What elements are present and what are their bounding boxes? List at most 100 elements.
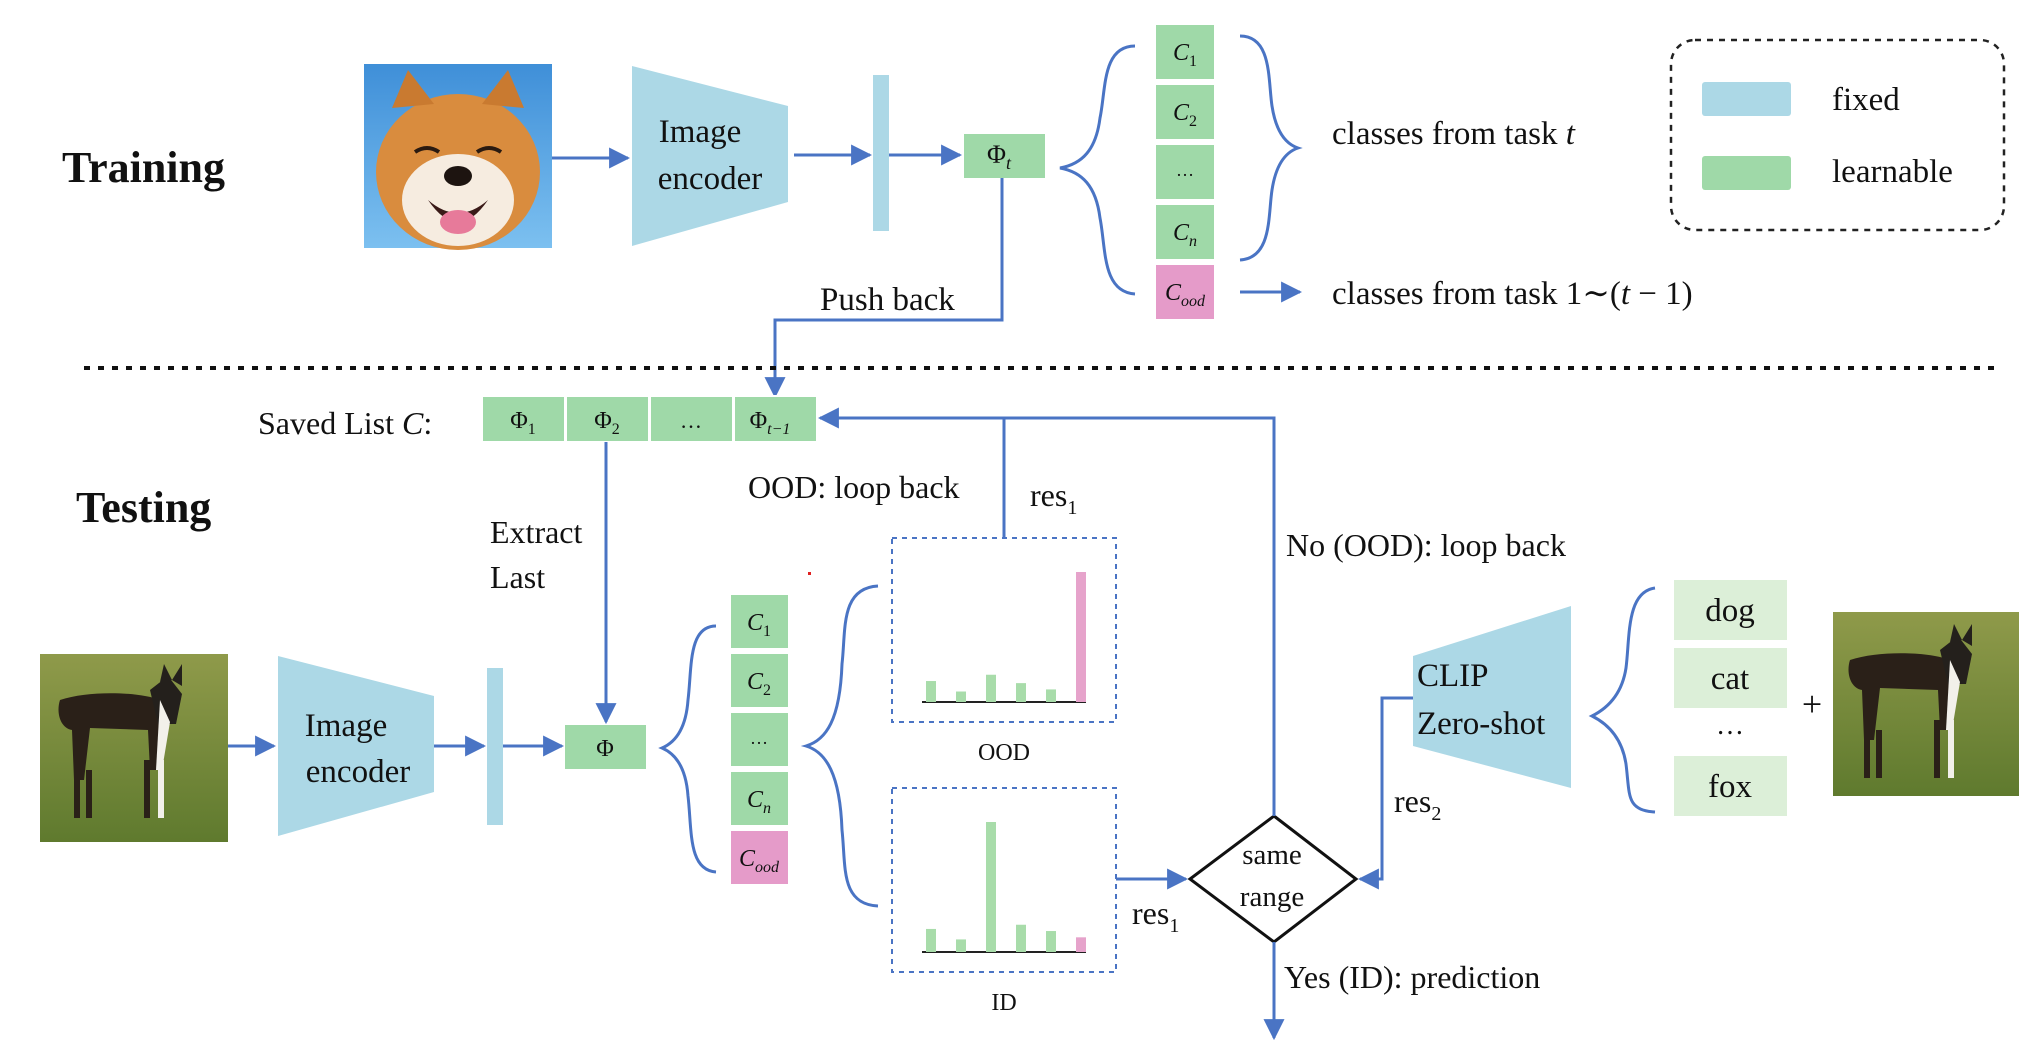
yes-id-prediction-label: Yes (ID): prediction	[1284, 959, 1540, 995]
arrow-clip-to-decision	[1357, 696, 1413, 890]
ood-loop-back-label: OOD: loop back	[748, 469, 960, 505]
training-right-brace	[1239, 34, 1303, 262]
plus-sign: +	[1802, 684, 1822, 724]
testing-class-label-2: C2	[747, 669, 771, 699]
decision-label-1: same	[1242, 839, 1302, 871]
arrow-push-back	[764, 178, 1004, 399]
training-left-brace	[1059, 44, 1136, 296]
zero-shot-dog-image	[1833, 612, 2019, 796]
zero-shot-label-ellipsis: …	[1716, 710, 1744, 741]
training-class-cell-3	[1154, 143, 1216, 201]
legend-learnable-label: learnable	[1832, 154, 1953, 190]
training-class-cell-4	[1154, 203, 1216, 261]
training-title: Training	[62, 143, 225, 192]
training-class-column: C1 C2 … Cn Cood	[1154, 23, 1216, 321]
no-ood-loop-back-label: No (OOD): loop back	[1286, 527, 1566, 563]
clip-label-2: Zero-shot	[1417, 706, 1545, 742]
classes-from-current-task: classes from task t	[1332, 116, 1576, 152]
testing-encoder-label-2: encoder	[306, 754, 410, 790]
arrow-no-ood-loop-back	[1004, 416, 1276, 816]
training-class-label-3: …	[1176, 160, 1194, 180]
saved-list-label-2: Φ2	[594, 408, 620, 438]
same-range-decision	[1187, 814, 1359, 944]
training-class-label-4: Cn	[1173, 220, 1197, 250]
clip-zero-shot-encoder	[1413, 606, 1571, 788]
res1-bottom-label: res1	[1132, 895, 1179, 937]
zero-shot-class-dog	[1674, 580, 1787, 640]
testing-dog-image	[40, 654, 228, 842]
training-phi-t-label: Φt	[987, 140, 1012, 173]
saved-list-label-1: Φ1	[510, 408, 536, 438]
extract-last-label-2: Last	[490, 559, 545, 595]
zero-shot-class-cat	[1674, 648, 1787, 708]
zero-shot-class-fox	[1674, 756, 1787, 816]
testing-class-cell-1	[729, 593, 790, 650]
testing-title: Testing	[76, 483, 211, 532]
clip-label-1: CLIP	[1417, 658, 1489, 694]
testing-class-cell-4	[729, 770, 790, 827]
ood-histogram-bar-6	[1076, 572, 1086, 702]
testing-left-brace	[658, 624, 717, 874]
testing-class-cell-2	[729, 652, 790, 709]
testing-class-label-4: Cn	[747, 787, 771, 817]
classes-from-previous-tasks: classes from task 1∼(t − 1)	[1332, 276, 1693, 312]
training-class-label-2: C2	[1173, 100, 1197, 130]
legend-box	[1669, 38, 2006, 232]
ood-histogram-bar-2	[956, 691, 966, 702]
legend-learnable-swatch	[1702, 156, 1791, 190]
res2-label: res2	[1394, 783, 1441, 825]
ood-histogram-bar-3	[986, 674, 996, 702]
ood-histogram-bar-5	[1046, 689, 1056, 702]
testing-feature-vector	[487, 668, 503, 825]
zero-shot-label-cat: cat	[1711, 661, 1749, 697]
ood-histogram-bar-1	[926, 681, 936, 702]
saved-list-label: Saved List C:	[258, 405, 432, 441]
res1-top-label: res1	[1030, 477, 1077, 519]
zero-shot-label-fox: fox	[1708, 769, 1752, 805]
testing-class-cell-3	[729, 711, 790, 768]
push-back-label: Push back	[820, 282, 955, 318]
id-panel-label: ID	[991, 990, 1016, 1016]
training-class-cell-ood	[1154, 263, 1216, 321]
saved-list: Φ1 Φ2 … Φt−1	[481, 395, 818, 443]
training-encoder-label-2: encoder	[658, 161, 762, 197]
ood-panel-label: OOD	[978, 740, 1030, 766]
testing-phi-label: Φ	[596, 736, 614, 762]
saved-list-label-3: …	[680, 408, 702, 433]
testing-class-label-ood: Cood	[739, 846, 780, 876]
testing-class-column: C1 C2 … Cn Cood	[729, 593, 790, 886]
id-histogram-bar-4	[1016, 924, 1026, 952]
training-dog-image	[364, 64, 552, 250]
testing-image-encoder	[278, 656, 434, 836]
id-histogram-panel	[891, 787, 1117, 973]
legend-fixed-label: fixed	[1832, 82, 1900, 118]
testing-right-brace	[800, 584, 879, 908]
training-class-label-1: C1	[1173, 40, 1197, 70]
id-histogram-bar-5	[1046, 931, 1056, 952]
decision-label-2: range	[1240, 881, 1304, 913]
saved-list-item-4	[733, 395, 818, 443]
training-image-encoder	[632, 66, 788, 246]
training-class-cell-2	[1154, 83, 1216, 141]
testing-class-cell-ood	[729, 829, 790, 886]
id-histogram-bars	[926, 822, 1086, 952]
zero-shot-brace	[1588, 586, 1656, 814]
testing-phi-box	[565, 725, 646, 769]
ood-histogram-bar-4	[1016, 683, 1026, 702]
extract-last-label-1: Extract	[490, 514, 583, 550]
training-encoder-label-1: Image	[659, 114, 741, 150]
testing-encoder-label-1: Image	[305, 708, 387, 744]
legend-fixed-swatch	[1702, 82, 1791, 116]
saved-list-item-2	[565, 395, 650, 443]
training-class-label-ood: Cood	[1165, 280, 1206, 310]
zero-shot-label-dog: dog	[1705, 593, 1755, 629]
testing-class-label-3: …	[750, 728, 768, 748]
id-histogram-bar-6	[1076, 937, 1086, 952]
id-histogram-bar-1	[926, 928, 936, 952]
training-class-cell-1	[1154, 23, 1216, 81]
id-histogram-bar-3	[986, 822, 996, 952]
stray-red-dot	[808, 572, 811, 575]
testing-class-label-1: C1	[747, 610, 771, 640]
